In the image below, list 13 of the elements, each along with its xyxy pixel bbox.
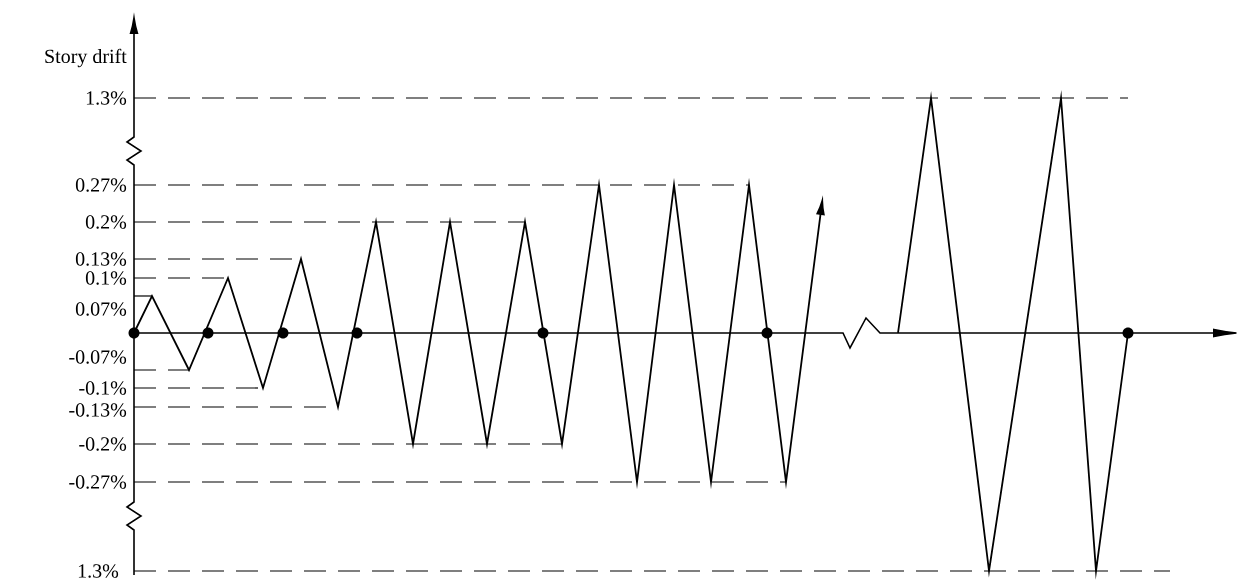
tick-label: 0.1% bbox=[85, 271, 127, 285]
tick-label: 0.13% bbox=[75, 252, 127, 266]
tick-label: -0.1% bbox=[79, 381, 127, 395]
tick-label: 0.07% bbox=[75, 302, 127, 316]
tick-label: -0.2% bbox=[79, 437, 127, 451]
tick-label: 0.27% bbox=[75, 178, 127, 192]
tick-label: -0.13% bbox=[69, 403, 127, 417]
tick-label: 1.3% bbox=[78, 564, 119, 578]
tick-label: 1.3% bbox=[86, 91, 127, 105]
axis-label: Story drift bbox=[45, 48, 127, 68]
tick-label: -0.27% bbox=[69, 475, 127, 489]
tick-label: -0.07% bbox=[69, 350, 127, 364]
tick-label: 0.2% bbox=[85, 215, 127, 229]
